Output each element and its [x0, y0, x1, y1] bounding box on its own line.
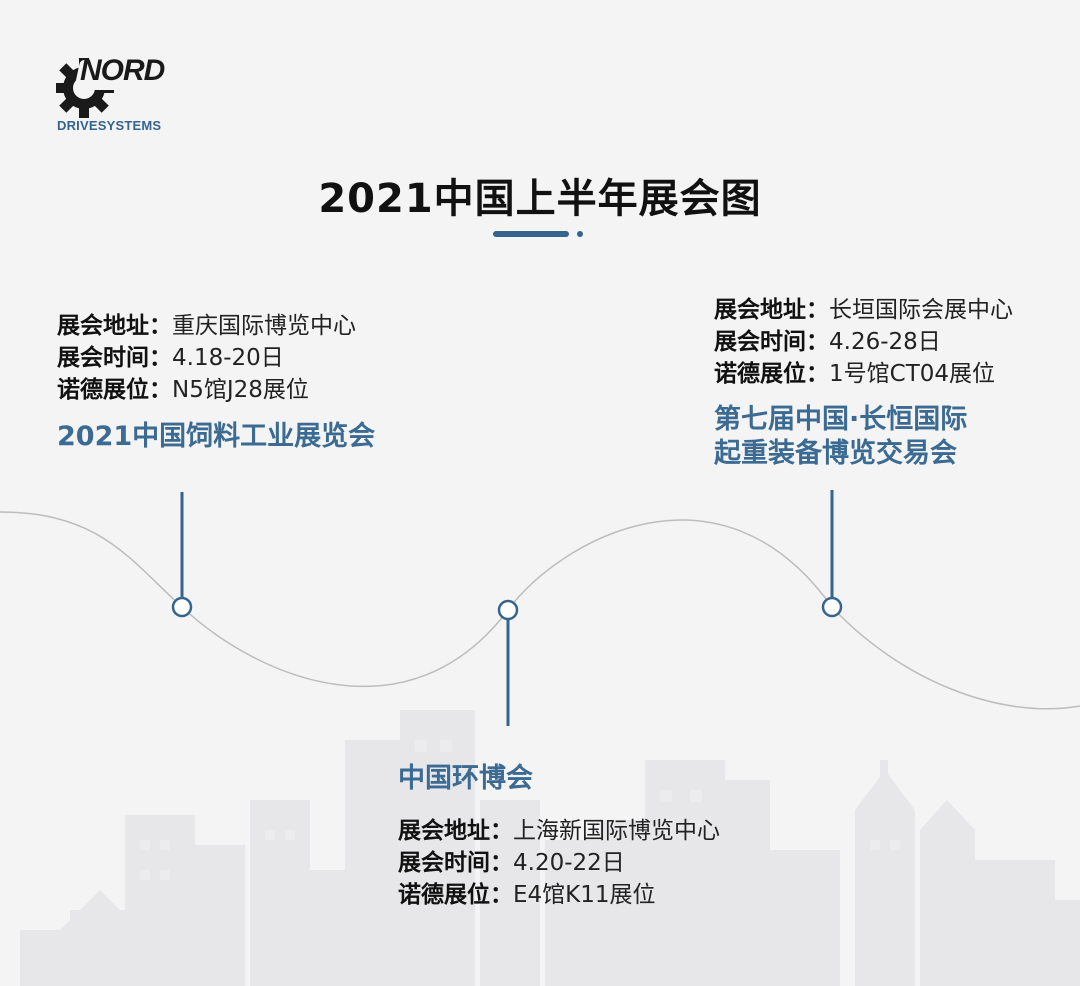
- timeline-node-2: [497, 599, 519, 621]
- event-1-booth-label: 诺德展位：: [57, 377, 172, 403]
- timeline-node-1: [171, 596, 193, 618]
- timeline-node-3: [821, 596, 843, 618]
- title-underline-dot: [577, 231, 583, 237]
- event-2-name: 中国环博会: [398, 763, 533, 794]
- logo-subtitle: DRIVESYSTEMS: [57, 118, 162, 133]
- event-3-name-line-1: 第七届中国·长恒国际: [714, 404, 968, 435]
- event-1-date: 4.18-20日: [172, 345, 284, 371]
- event-1-details: 展会地址：重庆国际博览中心 展会时间：4.18-20日 诺德展位：N5馆J28展…: [57, 310, 356, 406]
- event-2-date: 4.20-22日: [513, 850, 625, 876]
- event-2-address: 上海新国际博览中心: [513, 818, 720, 844]
- page-title: 2021中国上半年展会图: [318, 176, 762, 222]
- event-3-booth-label: 诺德展位：: [714, 361, 829, 387]
- event-2-booth: E4馆K11展位: [513, 882, 656, 908]
- title-underline: [493, 231, 569, 237]
- event-3-address-label: 展会地址：: [714, 297, 829, 323]
- event-2-details: 展会地址：上海新国际博览中心 展会时间：4.20-22日 诺德展位：E4馆K11…: [398, 815, 720, 911]
- event-2-date-label: 展会时间：: [398, 850, 513, 876]
- event-1-date-label: 展会时间：: [57, 345, 172, 371]
- event-2-address-label: 展会地址：: [398, 818, 513, 844]
- event-3-address: 长垣国际会展中心: [829, 297, 1013, 323]
- logo-wordmark: NORD: [80, 54, 165, 87]
- nord-gear-logo-icon: [56, 58, 156, 118]
- event-1-address-label: 展会地址：: [57, 313, 172, 339]
- event-1-booth: N5馆J28展位: [172, 377, 309, 403]
- event-1-name: 2021中国饲料工业展览会: [57, 421, 376, 452]
- event-3-name-line-2: 起重装备博览交易会: [714, 438, 957, 469]
- event-3-details: 展会地址：长垣国际会展中心 展会时间：4.26-28日 诺德展位：1号馆CT04…: [714, 294, 1013, 390]
- event-3-booth: 1号馆CT04展位: [829, 361, 996, 387]
- event-3-date-label: 展会时间：: [714, 329, 829, 355]
- event-3-date: 4.26-28日: [829, 329, 941, 355]
- event-2-booth-label: 诺德展位：: [398, 882, 513, 908]
- event-1-address: 重庆国际博览中心: [172, 313, 356, 339]
- event-3-name: 第七届中国·长恒国际 起重装备博览交易会: [714, 403, 967, 471]
